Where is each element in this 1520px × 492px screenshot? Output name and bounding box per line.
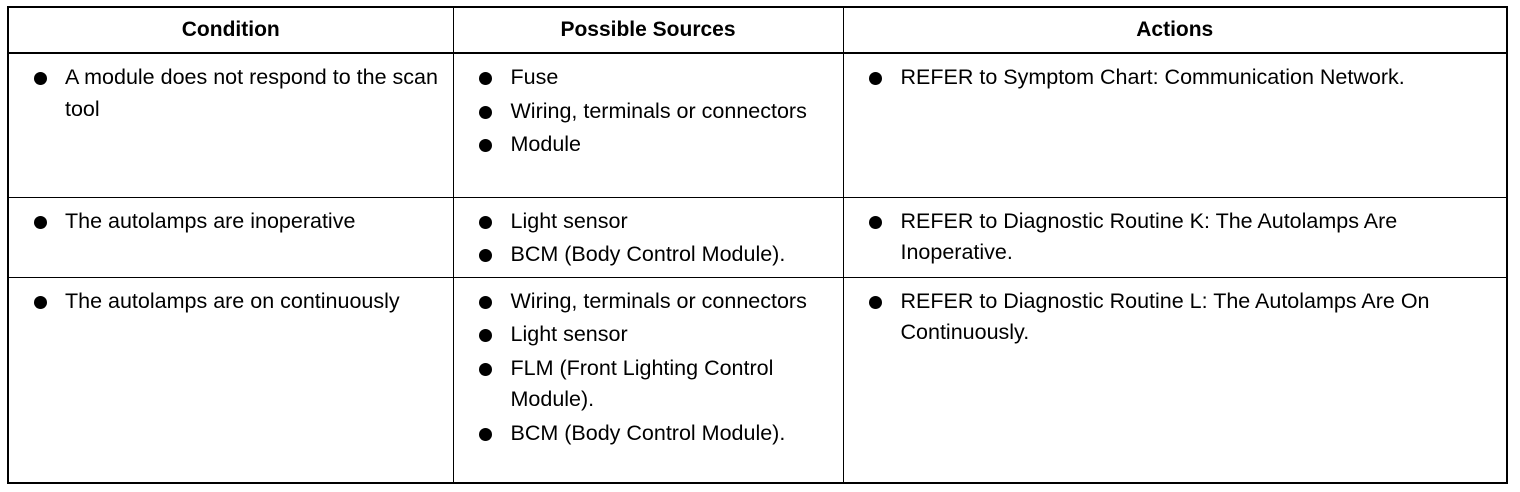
condition-cell: The autolamps are on continuously <box>7 276 454 484</box>
header-condition: Condition <box>7 6 454 54</box>
source-item: BCM (Body Control Module). <box>454 239 835 271</box>
condition-cell: A module does not respond to the scan to… <box>7 52 454 198</box>
actions-cell: REFER to Diagnostic Routine K: The Autol… <box>842 196 1508 278</box>
source-item: BCM (Body Control Module). <box>454 418 835 450</box>
source-item: FLM (Front Lighting Control Module). <box>454 353 835 416</box>
header-actions: Actions <box>842 6 1508 54</box>
condition-item: A module does not respond to the scan to… <box>9 62 445 125</box>
table-row: The autolamps are inoperative Light sens… <box>7 196 1508 278</box>
sources-cell: Light sensor BCM (Body Control Module). <box>452 196 844 278</box>
source-item: Fuse <box>454 62 835 94</box>
sources-cell: Wiring, terminals or connectors Light se… <box>452 276 844 484</box>
source-item: Light sensor <box>454 206 835 238</box>
condition-item: The autolamps are on continuously <box>9 286 445 318</box>
source-item: Wiring, terminals or connectors <box>454 96 835 128</box>
action-item: REFER to Diagnostic Routine K: The Autol… <box>844 206 1499 269</box>
header-row: Condition Possible Sources Actions <box>7 6 1508 54</box>
header-possible-sources: Possible Sources <box>452 6 844 54</box>
action-item: REFER to Diagnostic Routine L: The Autol… <box>844 286 1499 349</box>
condition-cell: The autolamps are inoperative <box>7 196 454 278</box>
diagnostic-table: Condition Possible Sources Actions A mod… <box>7 6 1508 484</box>
source-item: Module <box>454 129 835 161</box>
source-item: Wiring, terminals or connectors <box>454 286 835 318</box>
table-row: The autolamps are on continuously Wiring… <box>7 276 1508 484</box>
sources-cell: Fuse Wiring, terminals or connectors Mod… <box>452 52 844 198</box>
table-row: A module does not respond to the scan to… <box>7 52 1508 198</box>
source-item: Light sensor <box>454 319 835 351</box>
condition-item: The autolamps are inoperative <box>9 206 445 238</box>
action-item: REFER to Symptom Chart: Communication Ne… <box>844 62 1499 94</box>
actions-cell: REFER to Symptom Chart: Communication Ne… <box>842 52 1508 198</box>
actions-cell: REFER to Diagnostic Routine L: The Autol… <box>842 276 1508 484</box>
